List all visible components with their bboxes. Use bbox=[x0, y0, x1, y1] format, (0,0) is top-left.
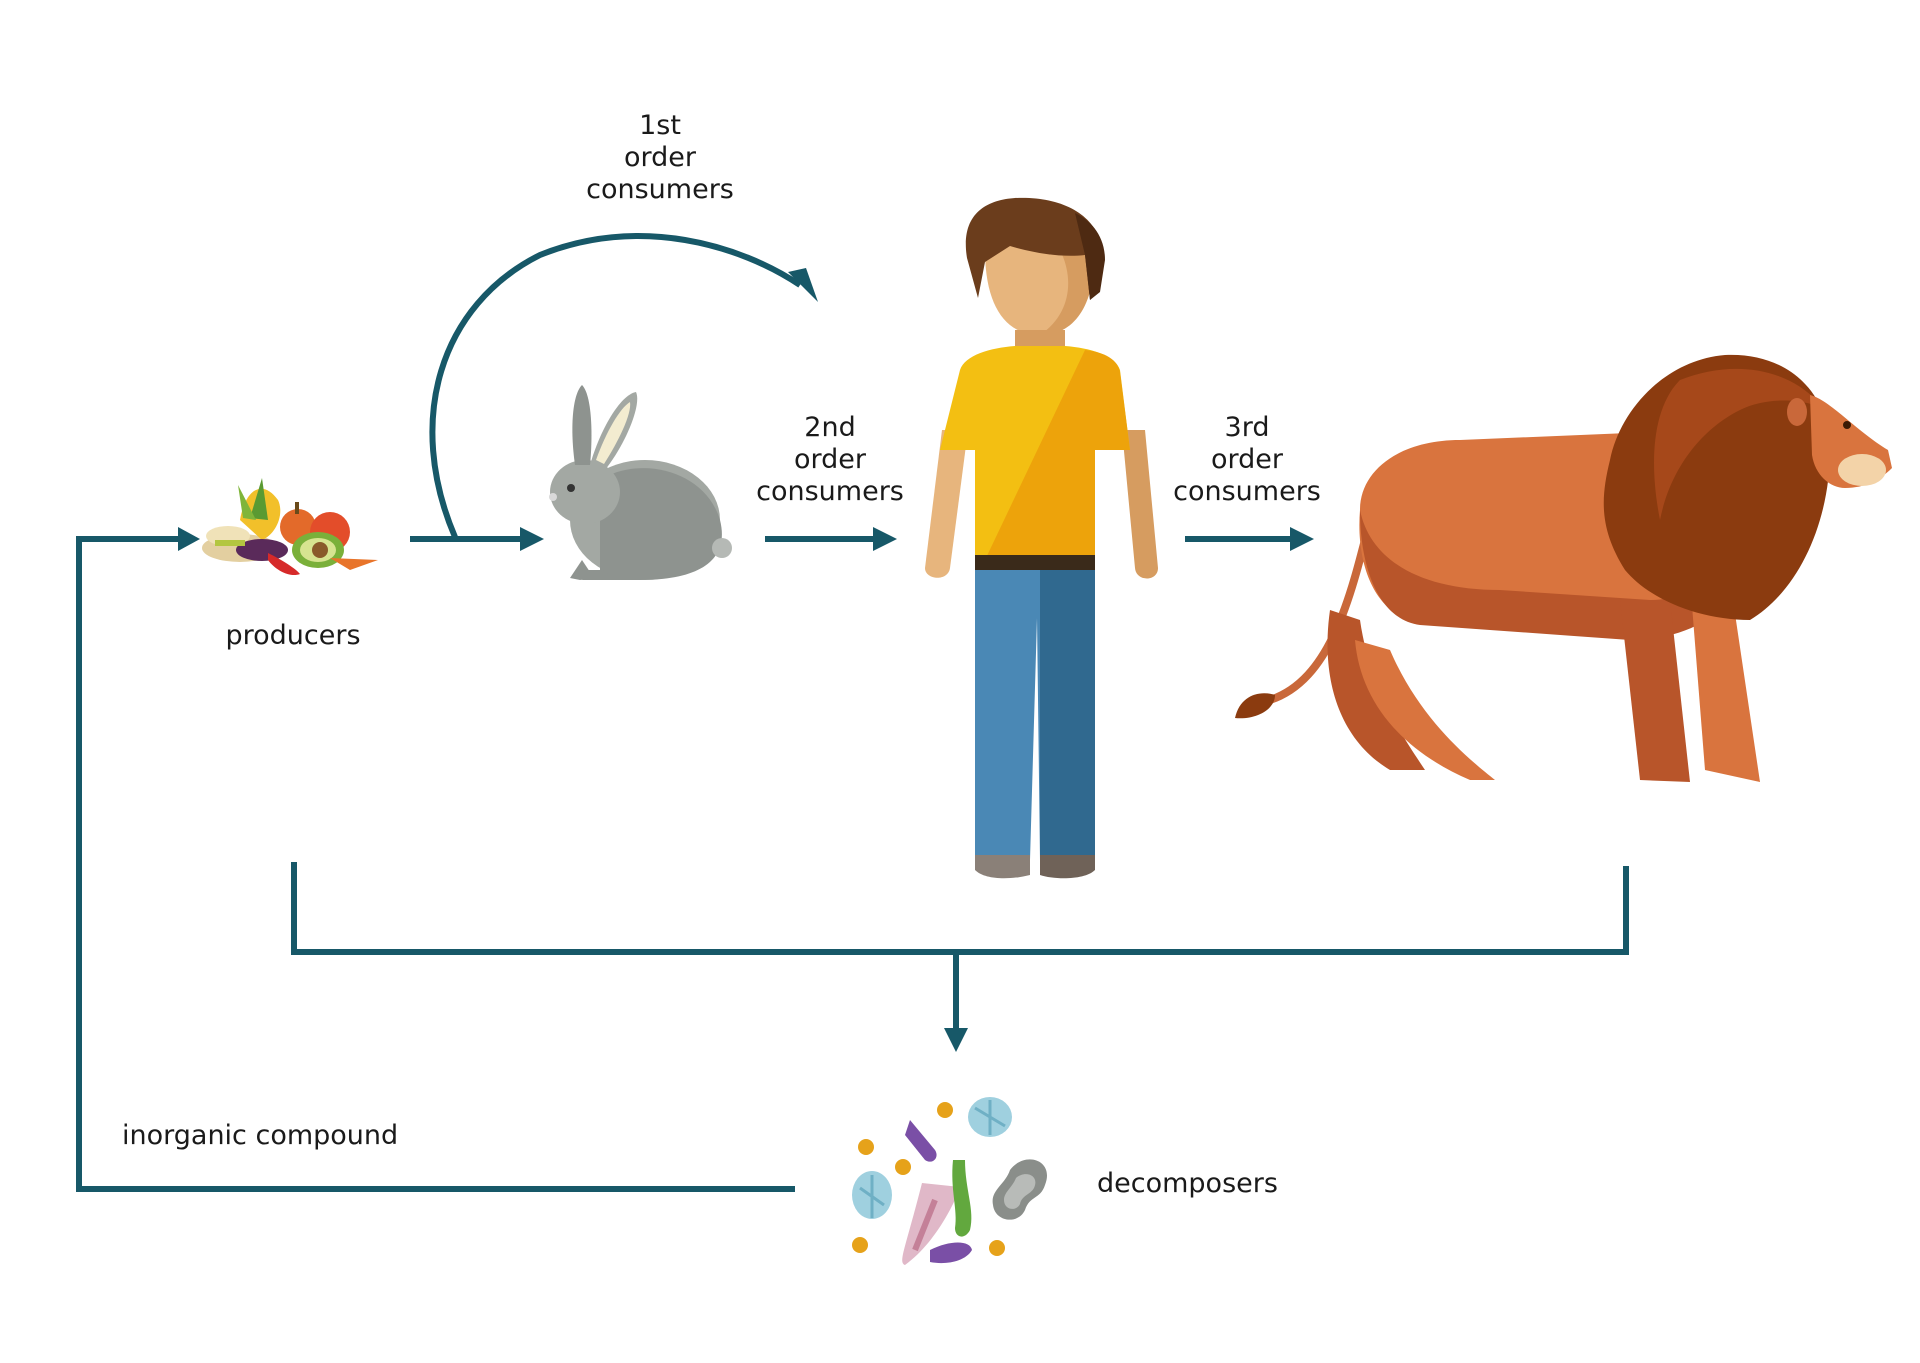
arrow-head-producers bbox=[178, 527, 200, 551]
arrow-inorganic-to-producers bbox=[76, 536, 795, 1192]
arrow-head-lion bbox=[1290, 527, 1314, 551]
bracket-to-decomposers bbox=[291, 862, 1629, 955]
arrow-head-rabbit bbox=[520, 527, 544, 551]
vegetables-icon bbox=[202, 478, 378, 576]
rabbit-icon bbox=[549, 385, 732, 580]
human-icon bbox=[925, 197, 1158, 879]
label-first-line3: consumers bbox=[586, 174, 734, 205]
label-third-line2: order bbox=[1211, 444, 1283, 475]
label-third-line1: 3rd bbox=[1224, 412, 1270, 443]
label-third-order-consumers: 3rd order consumers bbox=[1172, 412, 1322, 508]
label-decomposers: decomposers bbox=[1097, 1168, 1278, 1199]
label-second-line1: 2nd bbox=[804, 412, 856, 443]
label-third-line3: consumers bbox=[1173, 476, 1321, 507]
arrow-head-decomposers bbox=[944, 1028, 968, 1052]
label-producers: producers bbox=[225, 620, 361, 651]
label-first-line1: 1st bbox=[639, 110, 681, 141]
label-second-line2: order bbox=[794, 444, 866, 475]
label-first-order-consumers: 1st order consumers bbox=[585, 110, 735, 206]
label-inorganic-compound: inorganic compound bbox=[122, 1120, 399, 1151]
arrow-head-curve bbox=[788, 268, 818, 302]
microbes-icon bbox=[852, 1097, 1047, 1265]
lion-icon bbox=[1235, 354, 1892, 782]
arrow-producers-to-human-curve bbox=[429, 233, 802, 539]
label-second-order-consumers: 2nd order consumers bbox=[755, 412, 905, 508]
label-first-line2: order bbox=[624, 142, 696, 173]
flow-arrows bbox=[76, 233, 1629, 1192]
label-second-line3: consumers bbox=[756, 476, 904, 507]
arrow-head-human bbox=[873, 527, 897, 551]
